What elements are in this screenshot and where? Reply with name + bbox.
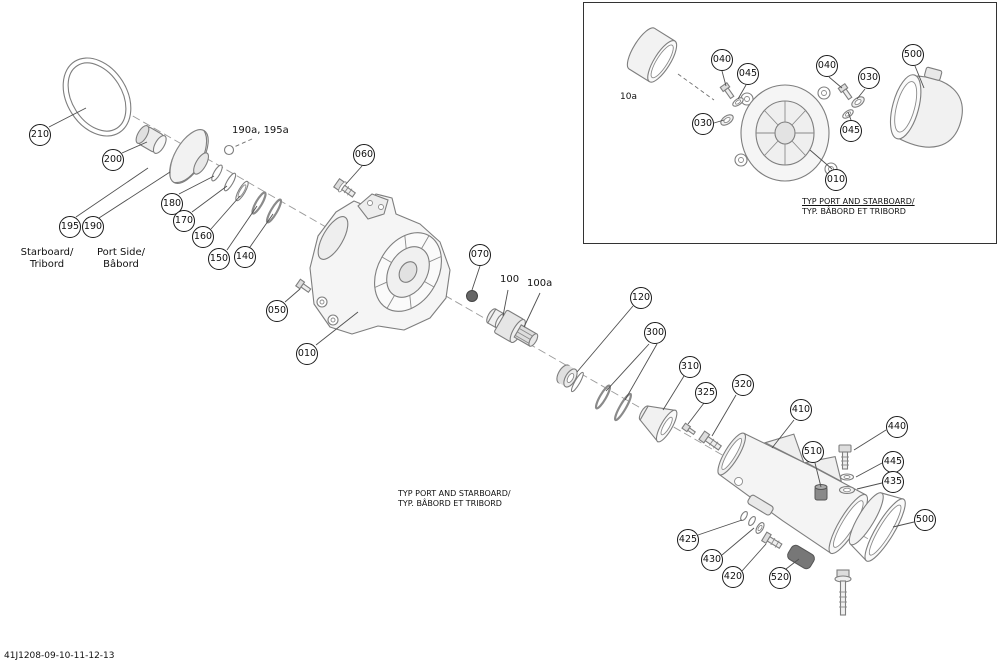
ref-label-100: 100 xyxy=(500,274,520,285)
inset-typ-note-line2: TYP. BÂBORD ET TRIBORD xyxy=(802,207,906,216)
callout-435: 435 xyxy=(882,471,904,493)
callout-010: 010 xyxy=(296,343,318,365)
callout-500: 500 xyxy=(914,509,936,531)
ring-500-drawing xyxy=(848,492,906,562)
callout-030: 030 xyxy=(858,67,880,89)
inset-washer-030-right-drawing xyxy=(851,96,865,108)
leader-lines xyxy=(48,65,925,572)
washer-435-drawing xyxy=(838,485,856,495)
callout-070: 070 xyxy=(469,244,491,266)
main-typ-note-line2: TYP. BÂBORD ET TRIBORD xyxy=(398,499,502,508)
callout-045: 045 xyxy=(840,120,862,142)
drawing-number: 41J1208-09-10-11-12-13 xyxy=(4,651,115,661)
bolt-050-drawing xyxy=(295,278,312,293)
callout-170: 170 xyxy=(173,210,195,232)
port-side-label-line2: Bâbord xyxy=(103,259,139,270)
callout-520: 520 xyxy=(769,567,791,589)
callout-310: 310 xyxy=(679,356,701,378)
coupler-drawing xyxy=(486,308,539,347)
inset-washer-045-left-drawing xyxy=(732,97,744,107)
ring-190a-drawing xyxy=(223,144,235,156)
washers-425-drawing xyxy=(740,510,756,527)
port-side-label-line1: Port Side/ xyxy=(97,247,145,258)
ref-label-100a: 100a xyxy=(527,278,553,289)
ref-label-190a: 190a, 195a xyxy=(232,125,289,136)
callout-180: 180 xyxy=(161,193,183,215)
inset-washer-030-left-drawing xyxy=(720,114,734,126)
callout-430: 430 xyxy=(701,549,723,571)
callout-300: 300 xyxy=(644,322,666,344)
port-side-label: Port Side/ Bâbord xyxy=(84,247,158,271)
bolt-420-drawing xyxy=(760,531,783,550)
inset-typ-note: TYP PORT AND STARBOARD/ TYP. BÂBORD ET T… xyxy=(802,197,915,217)
callout-140: 140 xyxy=(234,246,256,268)
callout-425: 425 xyxy=(677,529,699,551)
callout-045: 045 xyxy=(737,63,759,85)
seal-carrier-drawing xyxy=(135,125,167,154)
callout-010: 010 xyxy=(825,169,847,191)
inset-screw-040-right-drawing xyxy=(837,83,853,101)
callout-030: 030 xyxy=(692,113,714,135)
impeller-drawing xyxy=(169,129,210,184)
inset-cover-drawing xyxy=(889,66,963,148)
oring-pair-drawing xyxy=(251,191,283,224)
callout-160: 160 xyxy=(192,226,214,248)
starboard-label-line2: Tribord xyxy=(29,259,65,270)
callout-410: 410 xyxy=(790,399,812,421)
callout-195: 195 xyxy=(59,216,81,238)
callout-120: 120 xyxy=(630,287,652,309)
callout-040: 040 xyxy=(816,55,838,77)
callout-420: 420 xyxy=(722,566,744,588)
cone-310-drawing xyxy=(638,405,678,443)
callout-510: 510 xyxy=(802,441,824,463)
bolt-060-drawing xyxy=(332,177,357,198)
callout-445: 445 xyxy=(882,451,904,473)
inset-typ-note-line1: TYP PORT AND STARBOARD/ xyxy=(802,197,915,206)
callout-200: 200 xyxy=(102,149,124,171)
pad-520-drawing xyxy=(787,544,815,570)
washer-445-drawing xyxy=(839,473,855,481)
callout-440: 440 xyxy=(886,416,908,438)
callout-190: 190 xyxy=(82,216,104,238)
bolt-320-drawing xyxy=(698,430,723,451)
wear-ring-10a-drawing xyxy=(626,27,678,83)
bolt-440-drawing xyxy=(838,444,852,470)
callout-210: 210 xyxy=(29,124,51,146)
callout-320: 320 xyxy=(732,374,754,396)
callout-040: 040 xyxy=(711,49,733,71)
callout-050: 050 xyxy=(266,300,288,322)
bushing-070-drawing xyxy=(466,290,478,302)
inset-screw-040-left-drawing xyxy=(719,82,735,100)
main-typ-note: TYP PORT AND STARBOARD/ TYP. BÂBORD ET T… xyxy=(398,489,511,509)
washer-430-drawing xyxy=(755,522,765,534)
callout-500: 500 xyxy=(902,44,924,66)
washer-stack-drawing xyxy=(211,164,249,202)
bolt-bottom-drawing xyxy=(834,569,852,616)
trim-ring-drawing xyxy=(62,57,132,137)
main-typ-note-line1: TYP PORT AND STARBOARD/ xyxy=(398,489,511,498)
pin-325-drawing xyxy=(681,422,696,436)
nut-drawing xyxy=(556,364,584,393)
inset-part-ref-10a: 10a xyxy=(620,92,637,102)
starboard-label: Starboard/ Tribord xyxy=(10,247,84,271)
callout-325: 325 xyxy=(695,382,717,404)
callout-060: 060 xyxy=(353,144,375,166)
pump-housing-drawing xyxy=(309,193,451,335)
starboard-label-line1: Starboard/ xyxy=(20,247,74,258)
venturi-drawing xyxy=(717,432,868,555)
oring-300-drawing xyxy=(594,384,633,422)
callout-150: 150 xyxy=(208,248,230,270)
